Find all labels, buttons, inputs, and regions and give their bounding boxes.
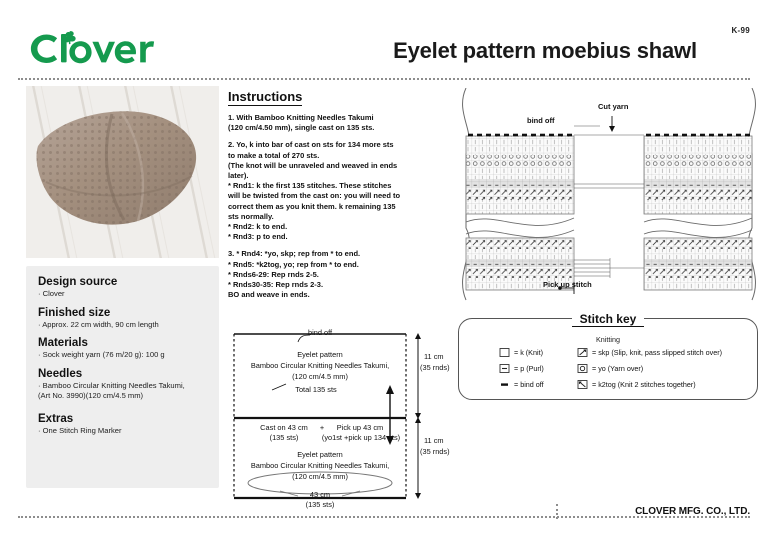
schematic-height-top-value: 11 cm	[424, 352, 444, 361]
schematic-top-pattern-line-3: (120 cm/4.5 mm)	[292, 372, 348, 381]
info-heading: Finished size	[38, 306, 111, 319]
instruction-line: sts normally.	[228, 211, 274, 221]
schematic-cast-on-line-2: (135 sts)	[269, 433, 299, 442]
info-item: · Clover	[38, 289, 65, 298]
info-item: · Sock weight yarn (76 m/20 g): 100 g	[38, 350, 165, 360]
stitch-key-right-column: = skp (Slip, knit, pass slipped stitch o…	[577, 348, 749, 389]
instruction-line: will be twisted from the cast on: you wi…	[228, 191, 401, 201]
purl-symbol	[499, 364, 510, 373]
info-heading: Materials	[38, 337, 88, 350]
k2tog-symbol	[577, 380, 588, 389]
schematic-plus-sign: +	[319, 423, 325, 432]
stitch-key-row: = p (Purl)	[499, 364, 577, 373]
info-item: · Bamboo Circular Knitting Needles Takum…	[38, 380, 185, 390]
info-item: · One Stitch Ring Marker	[38, 425, 122, 435]
stitch-key-row: = k (Knit)	[499, 348, 577, 357]
instruction-line: 3. * Rnd4: *yo, skp; rep from * to end.	[228, 249, 361, 259]
stitch-key-label: = skp (Slip, knit, pass slipped stitch o…	[592, 348, 723, 357]
schematic-pick-up-line-1: Pick up 43 cm	[336, 423, 384, 432]
knit-symbol	[499, 348, 510, 357]
stitch-key-label: = bind off	[514, 380, 544, 389]
instruction-block-3: 3. * Rnd4: *yo, skp; rep from * to end. …	[228, 249, 428, 300]
instructions-section: Instructions 1. With Bamboo Knitting Nee…	[228, 88, 428, 300]
schematic-width-value: 43 cm	[309, 490, 331, 499]
header-divider	[18, 78, 750, 80]
instruction-line: BO and weave in ends.	[228, 290, 310, 300]
stitch-key-title-wrap: Stitch key	[459, 310, 757, 328]
chart-pick-up-stitch-label: Pick up stitch	[543, 280, 592, 289]
schematic-bottom-pattern-line-3: (120 cm/4.5 mm)	[292, 472, 348, 481]
pattern-code: K-99	[731, 26, 750, 35]
stitch-key-title: Stitch key	[571, 312, 645, 327]
chart-bind-off-label: bind off	[527, 116, 555, 125]
schematic-cast-on-line-1: Cast on 43 cm	[260, 423, 308, 432]
stitch-key-label: = p (Purl)	[514, 364, 544, 373]
info-item: (Art No. 3990)(120 cm/4.5 mm)	[38, 391, 144, 401]
bind-off-symbol	[499, 380, 510, 389]
instruction-line: 1. With Bamboo Knitting Needles Takumi	[228, 113, 374, 122]
info-heading: Design source	[38, 276, 118, 288]
instruction-line: 2. Yo, k into bar of cast on sts for 134…	[228, 140, 394, 150]
schematic-top-pattern-line-2: Bamboo Circular Knitting Needles Takumi,	[250, 361, 390, 370]
schematic-bottom-pattern-line-1: Eyelet pattern	[297, 450, 343, 459]
instruction-line: (120 cm/4.50 mm), single cast on 135 sts…	[228, 123, 375, 133]
instruction-block-2: 2. Yo, k into bar of cast on sts for 134…	[228, 140, 428, 242]
instruction-line: * Rnd1: k the first 135 stitches. These …	[228, 181, 392, 191]
instruction-line: correct them as you knit them. k remaini…	[228, 201, 396, 211]
stitch-key-label: = yo (Yarn over)	[592, 364, 644, 373]
info-group-design-source: Design source · Clover	[38, 276, 207, 300]
schematic-height-top-rounds: (35 rnds)	[420, 363, 450, 372]
info-group-materials: Materials · Sock weight yarn (76 m/20 g)…	[38, 337, 207, 361]
schematic-height-bottom-value: 11 cm	[424, 436, 444, 445]
stitch-key-subtitle: Knitting	[596, 335, 620, 344]
stitch-key-label: = k2tog (Knit 2 stitches together)	[592, 380, 696, 389]
stitch-key-left-column: = k (Knit) = p (Purl) = bind off	[473, 348, 577, 389]
stitch-chart-diagram: bind off Cut yarn Pick up stitch	[450, 88, 768, 303]
instruction-line: * Rnd5: *k2tog, yo; rep from * to end.	[228, 259, 359, 269]
instruction-line: * Rnd2: k to end.	[228, 222, 288, 232]
stitch-key-label: = k (Knit)	[514, 348, 543, 357]
stitch-key-row: = k2tog (Knit 2 stitches together)	[577, 380, 749, 389]
info-item: · Approx. 22 cm width, 90 cm length	[38, 319, 159, 329]
stitch-key-panel: Stitch key Knitting = k (Knit) = p (Purl…	[458, 312, 758, 400]
chart-right-panel	[643, 88, 756, 301]
schematic-diagram: bind off Eyelet pattern Bamboo Circular …	[228, 328, 450, 509]
stitch-key-row: = bind off	[499, 380, 577, 389]
clover-logo	[22, 26, 162, 68]
instruction-line: * Rnds30-35: Rep rnds 2-3.	[228, 280, 324, 290]
info-group-needles: Needles · Bamboo Circular Knitting Needl…	[38, 368, 207, 402]
instruction-line: later).	[228, 171, 249, 181]
info-panel: Design source · Clover Finished size · A…	[26, 266, 219, 488]
schematic-bottom-pattern-line-2: Bamboo Circular Knitting Needles Takumi,	[250, 461, 390, 470]
chart-cut-yarn-label: Cut yarn	[598, 102, 629, 111]
instruction-line: to make a total of 270 sts.	[228, 150, 320, 160]
info-group-finished-size: Finished size · Approx. 22 cm width, 90 …	[38, 307, 207, 331]
info-group-extras: Extras · One Stitch Ring Marker	[38, 413, 207, 437]
skp-symbol	[577, 348, 588, 357]
stitch-key-row: = yo (Yarn over)	[577, 364, 749, 373]
info-heading: Extras	[38, 412, 74, 425]
instruction-line: * Rnds6-29: Rep rnds 2-5.	[228, 269, 319, 279]
instruction-block-1: 1. With Bamboo Knitting Needles Takumi (…	[228, 113, 428, 133]
schematic-top-pattern-line-1: Eyelet pattern	[297, 350, 343, 359]
schematic-width-sts: (135 sts)	[305, 500, 335, 509]
schematic-height-bottom-rounds: (35 rnds)	[420, 447, 450, 456]
schematic-total-sts-label: Total 135 sts	[295, 385, 337, 394]
schematic-bind-off-label: bind off	[308, 328, 333, 337]
footer-company: CLOVER MFG. CO., LTD.	[635, 506, 750, 517]
instructions-heading: Instructions	[228, 89, 303, 106]
yarn-over-symbol	[577, 364, 588, 373]
footer-divider	[18, 516, 750, 518]
moebius-shawl-photo	[26, 86, 219, 258]
instruction-line: (The knot will be unraveled and weaved i…	[228, 160, 398, 170]
schematic-pick-up-line-2: (yo1st +pick up 134 sts)	[321, 433, 401, 442]
page-title: Eyelet pattern moebius shawl	[393, 38, 697, 63]
instruction-line: * Rnd3: p to end.	[228, 232, 288, 242]
info-heading: Needles	[38, 367, 83, 380]
stitch-key-row: = skp (Slip, knit, pass slipped stitch o…	[577, 348, 749, 357]
chart-left-panel	[462, 88, 575, 301]
footer-separator	[556, 504, 558, 519]
